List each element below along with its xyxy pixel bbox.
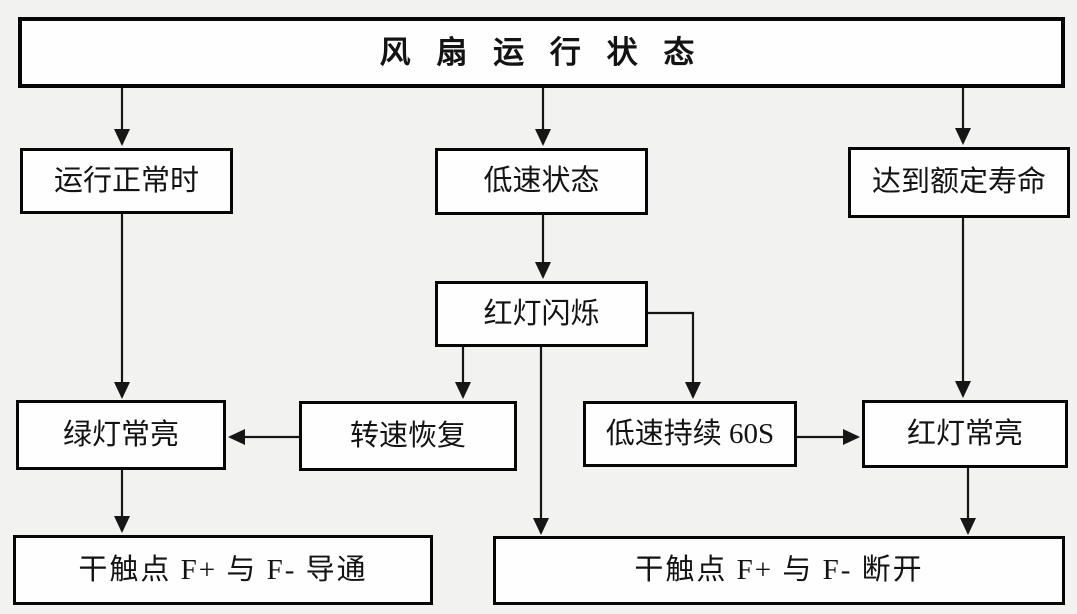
node-rated-lifespan: 达到额定寿命	[848, 147, 1070, 218]
node-normal-operation: 运行正常时	[20, 148, 233, 214]
node-green-light-steady: 绿灯常亮	[16, 400, 226, 470]
node-speed-recovered: 转速恢复	[299, 401, 517, 471]
node-fan-status-title: 风 扇 运 行 状 态	[18, 17, 1065, 88]
node-dry-contact-open: 干触点 F+ 与 F- 断开	[493, 536, 1065, 605]
edge-redflash-to-persist	[648, 311, 701, 399]
node-low-speed-60s: 低速持续 60S	[583, 401, 797, 467]
node-red-light-steady: 红灯常亮	[862, 400, 1068, 468]
node-low-speed-state: 低速状态	[435, 148, 648, 215]
node-dry-contact-closed: 干触点 F+ 与 F- 导通	[13, 535, 433, 605]
node-red-light-flashing: 红灯闪烁	[435, 281, 648, 347]
